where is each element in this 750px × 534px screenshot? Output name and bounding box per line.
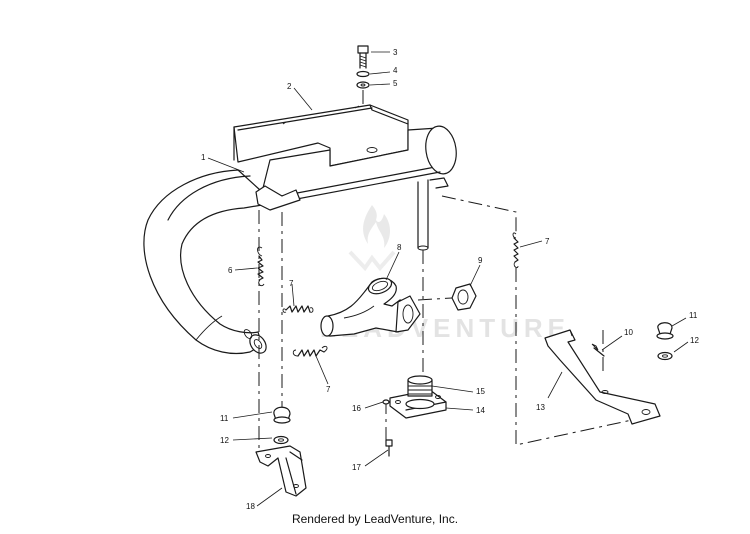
callout-11-left: 11	[220, 414, 229, 423]
callout-6: 6	[228, 266, 233, 275]
screw-stack	[356, 45, 370, 104]
callout-12-right: 12	[690, 336, 699, 345]
callout-3: 3	[393, 48, 398, 57]
callout-8: 8	[397, 243, 402, 252]
spring-7-right	[512, 232, 519, 269]
callout-5: 5	[393, 79, 398, 88]
leader-lines	[207, 51, 689, 507]
flame-logo-icon	[348, 205, 396, 272]
footer-credit: Rendered by LeadVenture, Inc.	[291, 512, 459, 526]
gasket	[451, 283, 477, 311]
callout-7-upper: 7	[289, 279, 294, 288]
callout-11-right: 11	[689, 311, 698, 320]
callout-7-right: 7	[545, 237, 550, 246]
callout-12-left: 12	[220, 436, 229, 445]
spring-7-upper	[282, 305, 314, 313]
callout-7-lower: 7	[326, 385, 331, 394]
grommet-left	[273, 406, 291, 445]
callout-9: 9	[478, 256, 483, 265]
callout-2: 2	[287, 82, 292, 91]
lower-bracket	[255, 445, 307, 497]
callout-4: 4	[393, 66, 398, 75]
mount-bracket	[544, 329, 661, 425]
spring-6	[257, 246, 265, 287]
callout-10: 10	[624, 328, 633, 337]
callout-16: 16	[352, 404, 361, 413]
callouts: 3 4 5 2 1 7 8 9 6 7 7 11 12 10 11 12 13 …	[201, 48, 699, 511]
assembly-lines	[258, 195, 633, 450]
callout-17: 17	[352, 463, 361, 472]
spring-7-lower	[292, 345, 328, 357]
callout-13: 13	[536, 403, 545, 412]
callout-18: 18	[246, 502, 255, 511]
cotter-pin	[591, 343, 605, 357]
callout-1: 1	[201, 153, 206, 162]
callout-14: 14	[476, 406, 485, 415]
muffler	[143, 125, 457, 355]
callout-15: 15	[476, 387, 485, 396]
isolator-mount	[382, 375, 447, 457]
y-pipe	[320, 277, 421, 337]
grommet-right	[656, 322, 674, 361]
